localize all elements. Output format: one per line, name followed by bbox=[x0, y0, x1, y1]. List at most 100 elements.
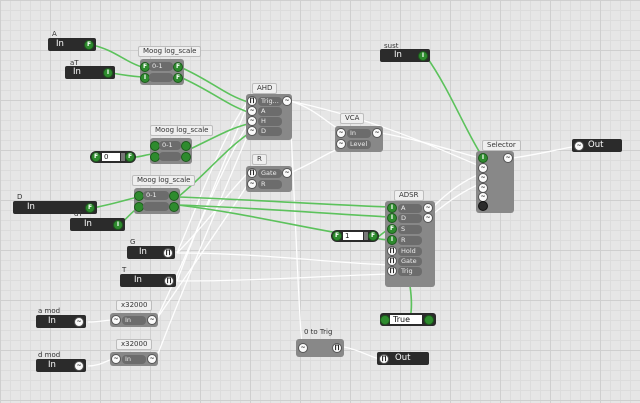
input-amod-field[interactable]: In ~ bbox=[36, 315, 86, 328]
r-r-port[interactable]: ~ bbox=[247, 179, 257, 189]
trig-out-port[interactable]: ∏ bbox=[332, 343, 342, 353]
number1-value[interactable]: 1 bbox=[343, 232, 363, 240]
wire-ahd-selector bbox=[289, 100, 481, 167]
moog2-out2[interactable] bbox=[181, 152, 191, 162]
x32000-1-module[interactable]: ~ In ~ bbox=[110, 313, 158, 327]
r-out-port[interactable]: ~ bbox=[282, 168, 292, 178]
float-out-port[interactable]: F bbox=[85, 202, 95, 213]
signal-out-port[interactable]: ~ bbox=[74, 360, 84, 371]
ahd-row-a: A bbox=[258, 106, 282, 116]
number0-out-port[interactable]: F bbox=[91, 152, 101, 162]
selector-index-port[interactable]: I bbox=[478, 153, 488, 163]
int-out-port[interactable]: I bbox=[113, 219, 123, 230]
adsr-out-port[interactable]: ~ bbox=[423, 203, 433, 213]
moog3-module[interactable]: 0-1 bbox=[134, 188, 180, 214]
vca-level-port[interactable]: ~ bbox=[336, 139, 346, 149]
selector-in2-port[interactable]: ~ bbox=[478, 173, 488, 183]
number0-out-port2[interactable]: F bbox=[125, 152, 135, 162]
trig-in-port[interactable]: ~ bbox=[298, 343, 308, 353]
vca-out-port[interactable]: ~ bbox=[372, 128, 382, 138]
zero-to-trig-module[interactable]: ~ ∏ bbox=[296, 339, 344, 357]
x32000-2-module[interactable]: ~ In ~ bbox=[110, 352, 158, 366]
float-out-port[interactable]: F bbox=[84, 39, 94, 50]
trigger-out-port[interactable]: ∏ bbox=[164, 275, 174, 286]
input-sust-field[interactable]: In I bbox=[380, 49, 430, 62]
trigger-in-port[interactable]: ∏ bbox=[379, 353, 389, 364]
signal-out-port[interactable]: ~ bbox=[74, 316, 84, 327]
int-out-port[interactable]: I bbox=[103, 67, 113, 78]
vca-in-port[interactable]: ~ bbox=[336, 128, 346, 138]
selector-out-port[interactable]: ~ bbox=[503, 153, 513, 163]
x2-in-port[interactable]: ~ bbox=[111, 354, 121, 364]
number1-out-port[interactable]: F bbox=[332, 231, 342, 241]
adsr-row-gate: Gate bbox=[398, 256, 422, 266]
bool-in-port[interactable] bbox=[424, 314, 434, 325]
moog2-out1[interactable] bbox=[181, 141, 191, 151]
moog2-module[interactable]: 0-1 bbox=[150, 138, 192, 164]
number1-out-port2[interactable]: F bbox=[368, 231, 378, 241]
adsr-gate-port[interactable]: ∏ bbox=[387, 256, 397, 266]
number0-spinner[interactable] bbox=[121, 153, 125, 161]
ahd-d-port[interactable]: ~ bbox=[247, 126, 257, 136]
input-d-field[interactable]: In F bbox=[13, 201, 97, 214]
input-at-text: In bbox=[73, 67, 81, 77]
number0-value[interactable]: 0 bbox=[102, 153, 120, 161]
number1-spinner[interactable] bbox=[364, 232, 368, 240]
adsr-r-port[interactable]: I bbox=[387, 235, 397, 245]
input-at-field[interactable]: In I bbox=[65, 66, 115, 79]
number-input-0[interactable]: F 0 F bbox=[90, 151, 136, 163]
toggle-value[interactable]: True bbox=[390, 315, 422, 324]
moog1-out2[interactable]: F bbox=[173, 73, 183, 83]
input-g-field[interactable]: In ∏ bbox=[127, 246, 175, 259]
input-a-field[interactable]: In F bbox=[48, 38, 96, 51]
output-2[interactable]: ∏ Out bbox=[377, 352, 429, 365]
selector-module[interactable]: I ~ ~ ~ ~ ~ bbox=[476, 151, 514, 213]
bool-out-port[interactable] bbox=[380, 314, 390, 325]
ahd-a-port[interactable]: ~ bbox=[247, 106, 257, 116]
input-dt-field[interactable]: In I bbox=[70, 218, 125, 231]
adsr-s-port[interactable]: F bbox=[387, 224, 397, 234]
ahd-title: AHD bbox=[252, 83, 278, 94]
ahd-h-port[interactable]: ~ bbox=[247, 116, 257, 126]
adsr-out2-port[interactable]: ~ bbox=[423, 213, 433, 223]
ahd-row-d: D bbox=[258, 126, 282, 136]
trigger-out-port[interactable]: ∏ bbox=[163, 247, 173, 258]
moog3-out2[interactable] bbox=[169, 202, 179, 212]
moog3-out1[interactable] bbox=[169, 191, 179, 201]
vca-row-level: Level bbox=[347, 139, 371, 149]
x2-out-port[interactable]: ~ bbox=[147, 354, 157, 364]
adsr-d-port[interactable]: I bbox=[387, 213, 397, 223]
input-dmod-label: d mod bbox=[38, 351, 61, 359]
selector-empty-port[interactable] bbox=[478, 201, 488, 211]
adsr-row-hold: Hold bbox=[398, 246, 422, 256]
wire-t-adsr bbox=[176, 273, 391, 282]
selector-in1-port[interactable]: ~ bbox=[478, 163, 488, 173]
vca-module[interactable]: ~ In ~ ~ Level bbox=[335, 126, 383, 152]
input-dmod-field[interactable]: In ~ bbox=[36, 359, 86, 372]
ahd-module[interactable]: ∏ Trig... ~ ~ A ~ H ~ D bbox=[246, 94, 292, 140]
output-1[interactable]: ~ Out bbox=[572, 139, 622, 152]
ahd-out-port[interactable]: ~ bbox=[282, 96, 292, 106]
r-row-r: R bbox=[258, 179, 282, 189]
moog1-out-float[interactable]: F bbox=[173, 62, 183, 72]
adsr-hold-port[interactable]: ∏ bbox=[387, 246, 397, 256]
adsr-module[interactable]: I A ~ I D ~ F S I R ∏ Hold ∏ Gate ∏ Trig bbox=[385, 201, 435, 287]
ahd-trig-port[interactable]: ∏ bbox=[247, 96, 257, 106]
r-gate-port[interactable]: ∏ bbox=[247, 168, 257, 178]
adsr-trig-port[interactable]: ∏ bbox=[387, 266, 397, 276]
boolean-toggle[interactable]: True bbox=[380, 313, 436, 326]
wire-moog1-ahd bbox=[179, 66, 249, 103]
r-module[interactable]: ∏ Gate ~ ~ R bbox=[246, 166, 292, 192]
moog1-module[interactable]: F 0-1 F I F bbox=[140, 59, 184, 85]
x1-out-port[interactable]: ~ bbox=[147, 315, 157, 325]
adsr-row-a: A bbox=[398, 203, 422, 213]
adsr-a-port[interactable]: I bbox=[387, 203, 397, 213]
wire-at-moog1 bbox=[111, 72, 143, 78]
x1-row-in: In bbox=[122, 315, 146, 325]
int-out-port[interactable]: I bbox=[418, 50, 428, 61]
number-input-1[interactable]: F 1 F bbox=[331, 230, 379, 242]
r-row-gate: Gate bbox=[258, 168, 282, 178]
signal-in-port[interactable]: ~ bbox=[574, 140, 584, 151]
input-t-field[interactable]: In ∏ bbox=[120, 274, 176, 287]
x1-in-port[interactable]: ~ bbox=[111, 315, 121, 325]
